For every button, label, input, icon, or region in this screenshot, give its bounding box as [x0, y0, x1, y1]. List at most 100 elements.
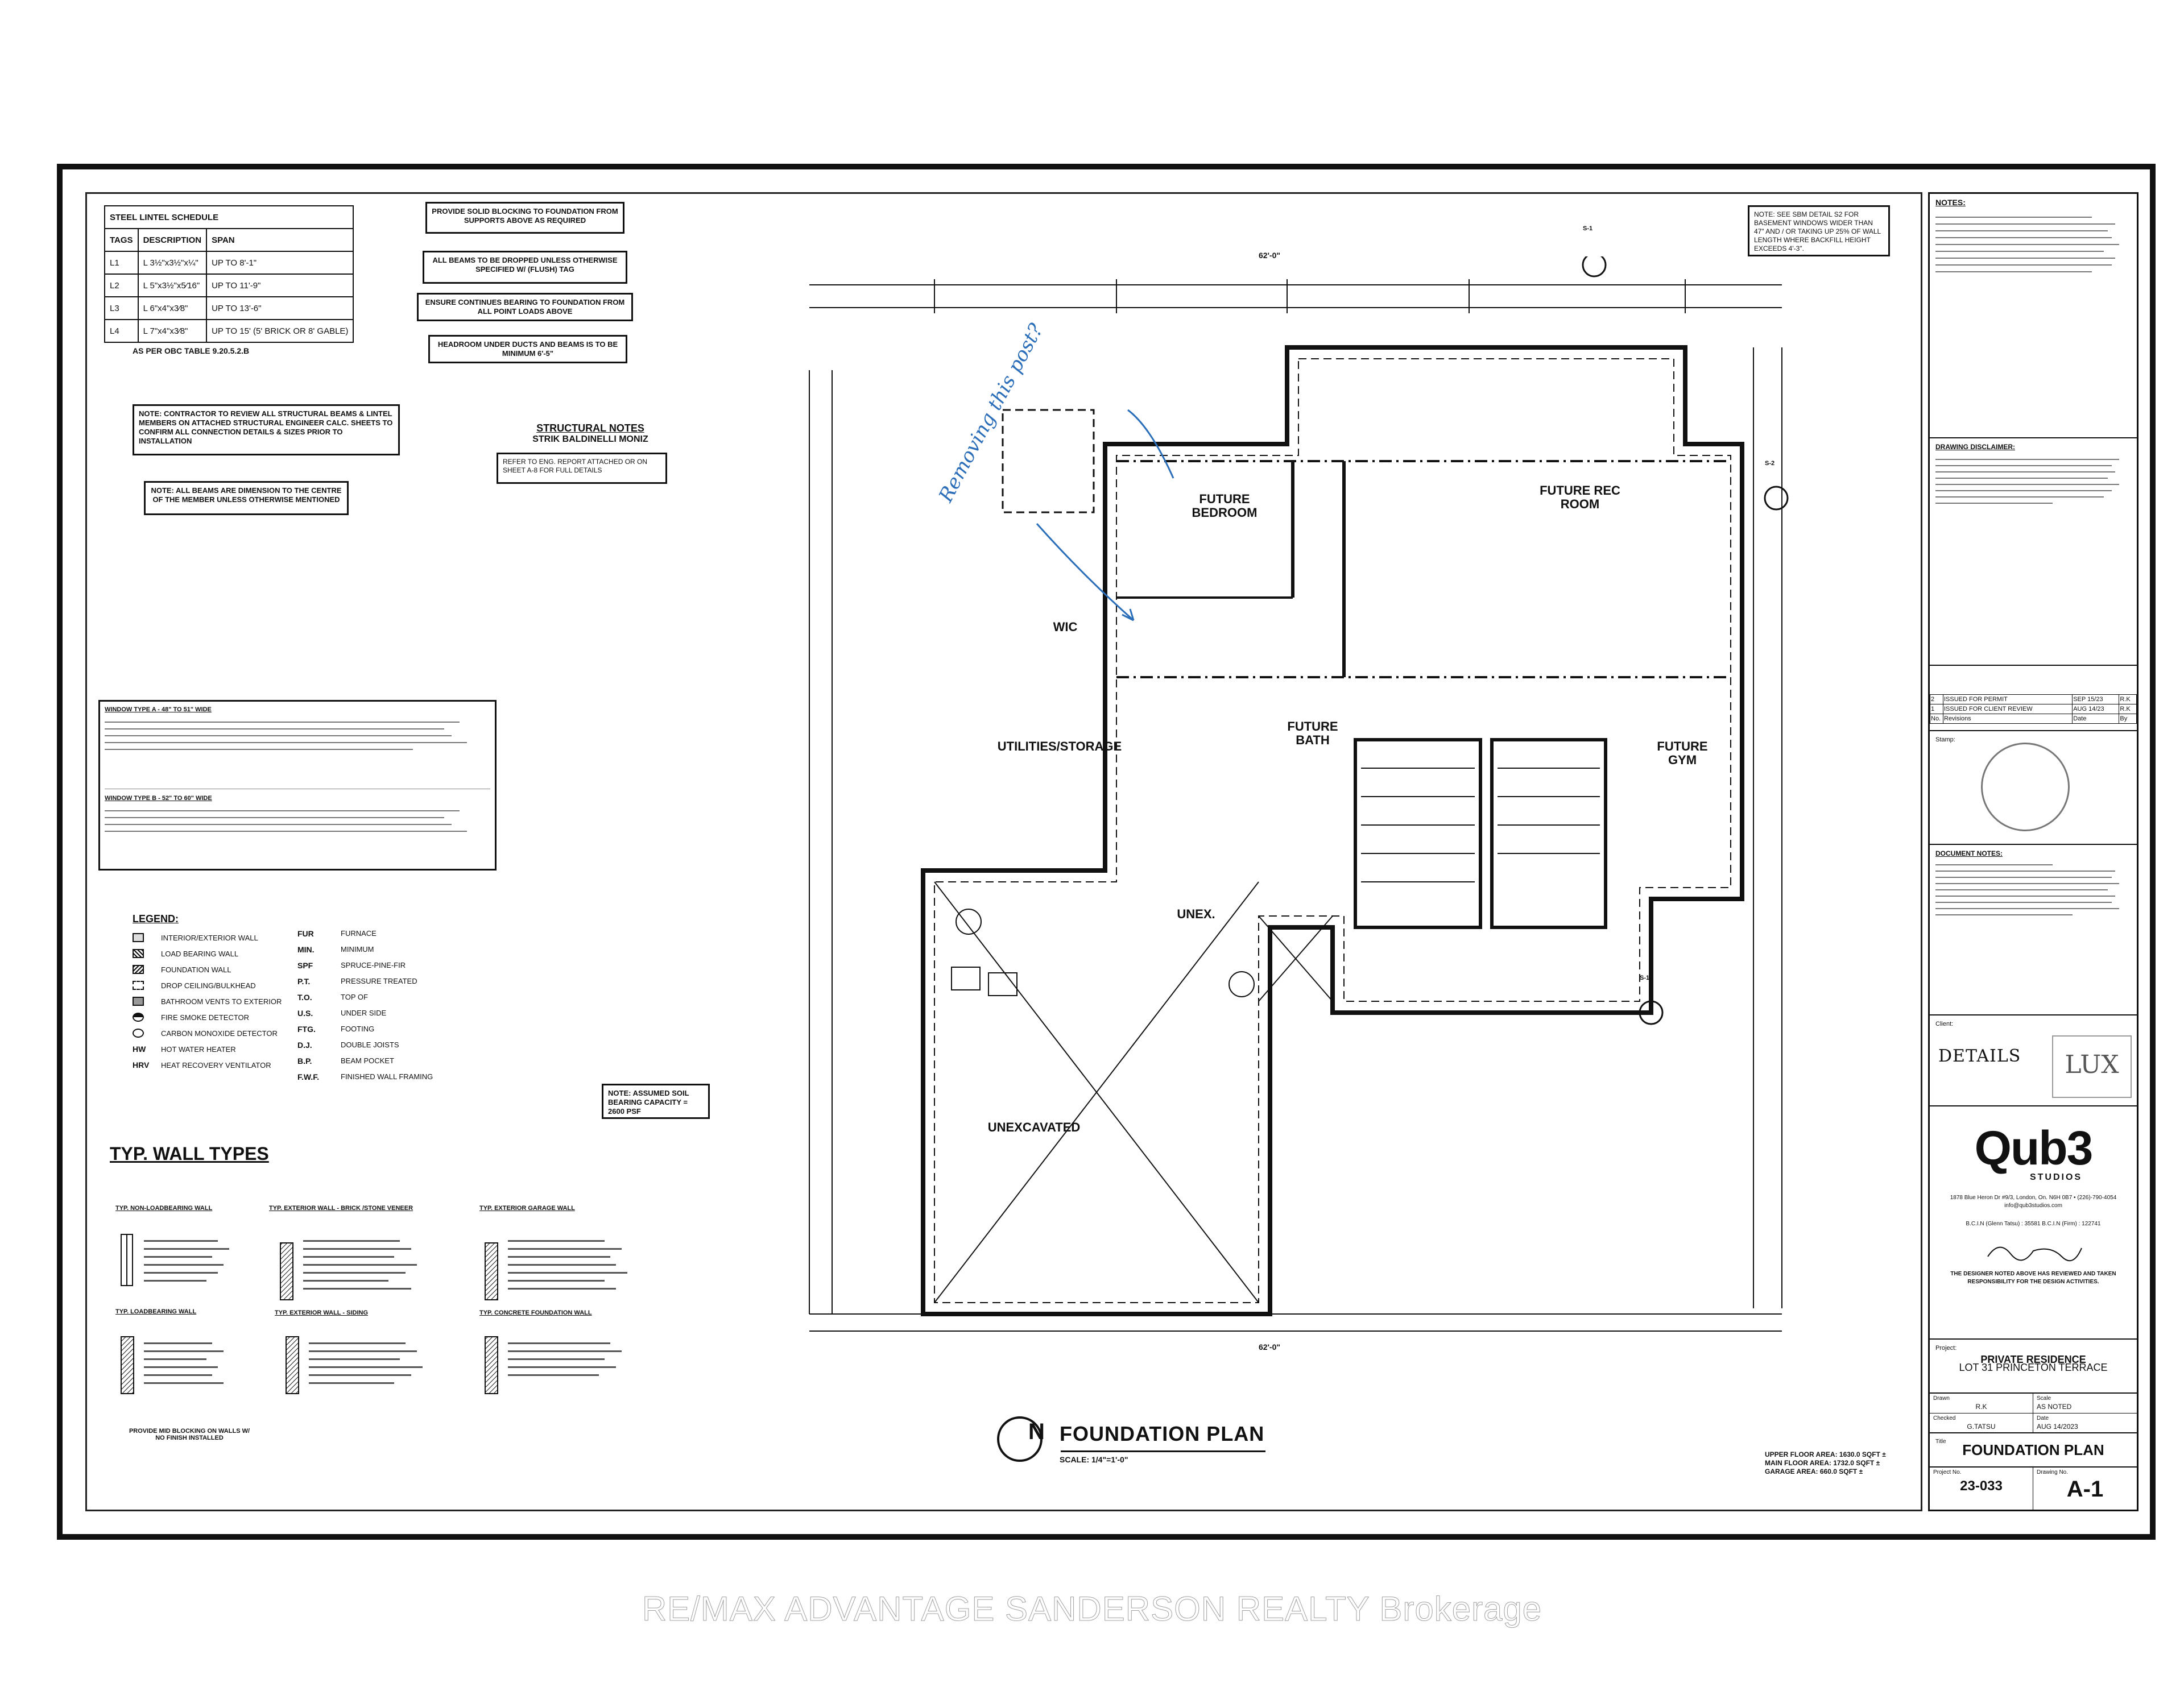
- abbr-row: T.O.TOP OF: [297, 993, 433, 1009]
- tb-project-label: Project:: [1935, 1345, 1957, 1352]
- tb-disclaimer-title: DRAWING DISCLAIMER:: [1935, 443, 2015, 451]
- abbr-key: FUR: [297, 929, 314, 938]
- abbr-row: SPF SPRUCE-PINE-FIR: [297, 961, 433, 977]
- scale-label: Scale: [2037, 1395, 2051, 1402]
- engineer-stamp-icon: [1981, 743, 2070, 831]
- date-label: Date: [2037, 1415, 2049, 1421]
- legend-item: FIRE SMOKE DETECTOR: [133, 1009, 282, 1025]
- firm-address: 1878 Blue Heron Dr #9/3, London, On. N6H…: [1950, 1195, 2117, 1201]
- abbr-row: U.S. UNDER SIDE: [297, 1009, 433, 1025]
- mid-blocking-note: PROVIDE MID BLOCKING ON WALLS W/ NO FINI…: [129, 1428, 250, 1441]
- abbr-key: D.J.: [297, 1041, 312, 1050]
- tb-notes-body: [1935, 217, 2131, 272]
- table-cell: L 5"x3½"x5⁄16": [137, 273, 208, 297]
- abbr-value: FURNACE: [341, 929, 377, 938]
- legend-title: LEGEND:: [133, 913, 179, 925]
- date-value: AUG 14/2023: [2037, 1423, 2078, 1431]
- abbr-value: SPRUCE-PINE-FIR: [341, 961, 406, 969]
- abbr-key: MIN.: [297, 945, 315, 954]
- area-garage: GARAGE AREA: 660.0 SQFT ±: [1765, 1468, 1863, 1475]
- window-type-b-title: WINDOW TYPE B - 52" TO 60" WIDE: [105, 795, 212, 802]
- project-no-label: Project No.: [1933, 1469, 1962, 1475]
- tb-numbers: Project No. 23-033 Drawing No. A-1: [1930, 1468, 2137, 1511]
- abbr-value: UNDER SIDE: [341, 1009, 387, 1017]
- structural-notes-subtitle: STRIK BALDINELLI MONIZ: [532, 434, 648, 444]
- co-detector-icon: [133, 1029, 144, 1038]
- wall-type-label: TYP. CONCRETE FOUNDATION WALL: [479, 1309, 592, 1316]
- lintel-schedule: STEEL LINTEL SCHEDULE TAGS DESCRIPTION S…: [104, 205, 354, 355]
- lintel-table: STEEL LINTEL SCHEDULE TAGS DESCRIPTION S…: [104, 205, 354, 343]
- bulkhead-swatch-icon: [133, 981, 144, 990]
- structural-notes: STRUCTURAL NOTES STRIK BALDINELLI MONIZ: [497, 422, 684, 445]
- overall-dimension-top: 62'-0": [1259, 251, 1280, 260]
- legend-label: CARBON MONOXIDE DETECTOR: [161, 1029, 278, 1038]
- abbr-key: SPF: [297, 961, 313, 970]
- area-upper: UPPER FLOOR AREA: 1630.0 SQFT ±: [1765, 1450, 1886, 1458]
- tb-client-label: Client:: [1935, 1021, 1954, 1027]
- abbr-value: BEAM POCKET: [341, 1056, 394, 1065]
- wall-type-label: TYP. EXTERIOR WALL - BRICK /STONE VENEER: [269, 1205, 413, 1212]
- wall-type-label: TYP. EXTERIOR WALL - SIDING: [275, 1309, 369, 1316]
- window-type-b-text: [105, 810, 490, 832]
- overall-dimension-bottom: 62'-0": [1259, 1342, 1280, 1352]
- checked-label: Checked: [1933, 1415, 1956, 1421]
- window-notes: WINDOW TYPE A - 48" TO 51" WIDE WINDOW T…: [98, 700, 497, 871]
- tb-title-label: Title: [1935, 1439, 1946, 1445]
- tb-client: Client: DETAILS LUX: [1930, 1015, 2137, 1106]
- abbr-row: B.P.BEAM POCKET: [297, 1056, 433, 1072]
- project-no-cell: Project No. 23-033: [1930, 1468, 2033, 1511]
- legend-item: FOUNDATION WALL: [133, 961, 282, 977]
- signature-icon: [1987, 1246, 2082, 1262]
- table-cell: ISSUED FOR PERMIT: [1942, 694, 2073, 704]
- wall-type-label: TYP. NON-LOADBEARING WALL: [115, 1205, 213, 1212]
- area-main: MAIN FLOOR AREA: 1732.0 SQFT ±: [1765, 1459, 1880, 1467]
- table-cell: L 3½"x3½"x¼": [137, 251, 208, 275]
- table-cell: L3: [104, 296, 139, 320]
- floor-areas: UPPER FLOOR AREA: 1630.0 SQFT ± MAIN FLO…: [1765, 1450, 1886, 1476]
- legend-label: HOT WATER HEATER: [161, 1044, 236, 1054]
- tb-stamp: Stamp:: [1930, 731, 2137, 845]
- north-arrow-icon: [997, 1416, 1043, 1462]
- abbr-value: MINIMUM: [341, 945, 374, 954]
- abbr-value: PRESSURE TREATED: [341, 977, 417, 985]
- section-tag-label: S-2: [1765, 460, 1775, 467]
- project-lot: LOT 31 PRINCETON TERRACE: [1959, 1362, 2108, 1373]
- table-cell: 2: [1930, 694, 1943, 704]
- abbr-row: P.T.PRESSURE TREATED: [297, 977, 433, 993]
- foundation-swatch-icon: [133, 965, 144, 974]
- wall-type-sketches: [121, 1234, 627, 1394]
- legend-label: DROP CEILING/BULKHEAD: [161, 981, 256, 990]
- drawing-no-cell: Drawing No. A-1: [2033, 1468, 2137, 1511]
- load-bearing-swatch-icon: [133, 949, 144, 958]
- legend-label: FIRE SMOKE DETECTOR: [161, 1013, 250, 1022]
- legend-item: INTERIOR/EXTERIOR WALL: [133, 930, 282, 946]
- abbr-value: DOUBLE JOISTS: [341, 1041, 399, 1049]
- tb-stamp-label: Stamp:: [1935, 736, 1955, 743]
- legend-label: HEAT RECOVERY VENTILATOR: [161, 1060, 271, 1070]
- tb-title-value: FOUNDATION PLAN: [1962, 1441, 2104, 1458]
- note-contractor: NOTE: CONTRACTOR TO REVIEW ALL STRUCTURA…: [133, 404, 400, 455]
- tb-project: Project: PRIVATE RESIDENCE LOT 31 PRINCE…: [1930, 1340, 2137, 1394]
- tb-firm: Qub3 STUDIOS 1878 Blue Heron Dr #9/3, Lo…: [1930, 1106, 2137, 1340]
- tb-disclaimer: DRAWING DISCLAIMER:: [1930, 438, 2137, 666]
- abbr-key: U.S.: [297, 1009, 313, 1018]
- abbr-row: D.J. DOUBLE JOISTS: [297, 1041, 433, 1056]
- room-wic: WIC: [1053, 620, 1078, 634]
- north-label: N: [1028, 1419, 1045, 1444]
- room-future-gym: FUTURE GYM: [1657, 739, 1708, 767]
- table-header: By: [2119, 714, 2137, 724]
- room-unexcavated: UNEXCAVATED: [987, 1120, 1081, 1134]
- drawing-no-value: A-1: [2066, 1477, 2104, 1502]
- project-name: PRIVATE RESIDENCE: [1980, 1354, 2086, 1365]
- abbreviations: FUR FURNACE MIN. MINIMUM SPF SPRUCE-PINE-FI…: [297, 929, 433, 1088]
- firm-logo-sub: STUDIOS: [2029, 1172, 2083, 1182]
- vent-icon: [133, 997, 144, 1006]
